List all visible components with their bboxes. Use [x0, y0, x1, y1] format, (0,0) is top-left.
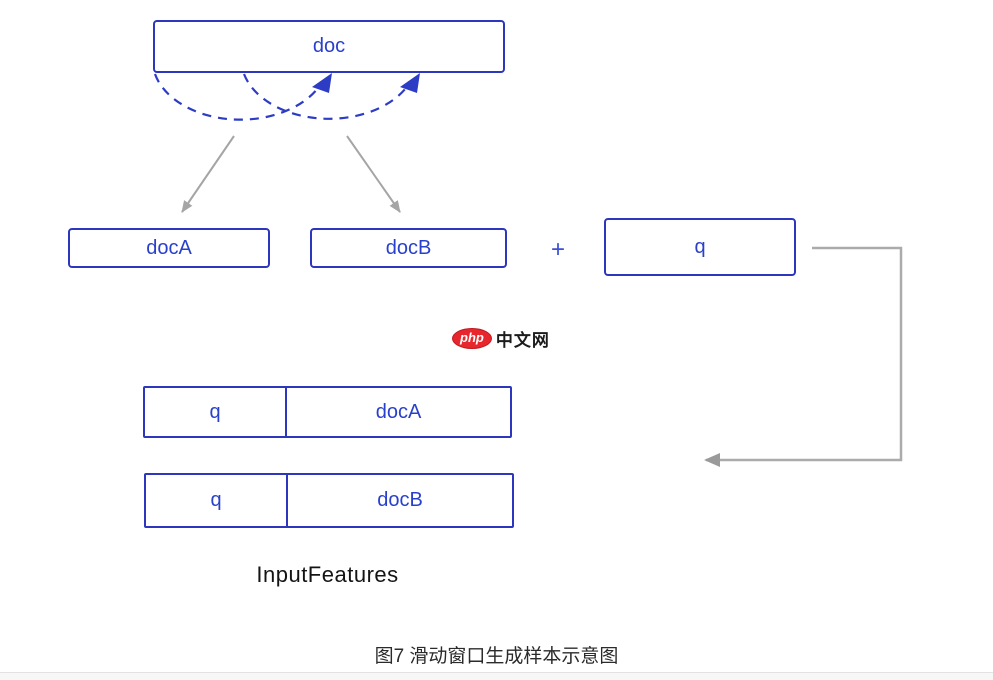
doc-box: doc [153, 20, 505, 73]
watermark: php 中文网 [452, 326, 550, 350]
bottom-divider-bar [0, 672, 993, 680]
sample1-q-cell: q [145, 388, 287, 436]
docA-label: docA [146, 236, 192, 259]
input-features-label: InputFeatures [256, 562, 399, 587]
doc-label: doc [312, 35, 346, 57]
sample2-doc-cell: docB [377, 489, 423, 511]
sliding-window-arc-2 [242, 73, 407, 120]
sliding-window-arc-1 [153, 73, 319, 121]
docB-box: docB [310, 228, 507, 268]
sample-row-1: q docA [143, 386, 512, 438]
plus-sign: + [550, 236, 565, 263]
arrow-to-docB [346, 135, 401, 213]
query-box: q [604, 218, 796, 276]
php-logo-badge: php [452, 327, 492, 349]
sample-row-2: q docB [144, 473, 514, 528]
arrow-to-docA [181, 135, 235, 213]
connector-layer [153, 73, 903, 467]
q-to-samples-connector [704, 246, 903, 467]
figure-caption: 图7 滑动窗口生成样本示意图 [374, 646, 619, 667]
sample1-doc-cell: docA [375, 400, 422, 423]
arc-arrowhead-icon-1 [312, 73, 332, 93]
query-label: q [694, 235, 706, 258]
sample2-q-cell: q [146, 475, 288, 526]
docA-box: docA [68, 228, 270, 268]
watermark-site-name: 中文网 [495, 330, 550, 350]
docB-label: docB [385, 236, 432, 259]
arc-arrowhead-icon-2 [400, 73, 420, 93]
